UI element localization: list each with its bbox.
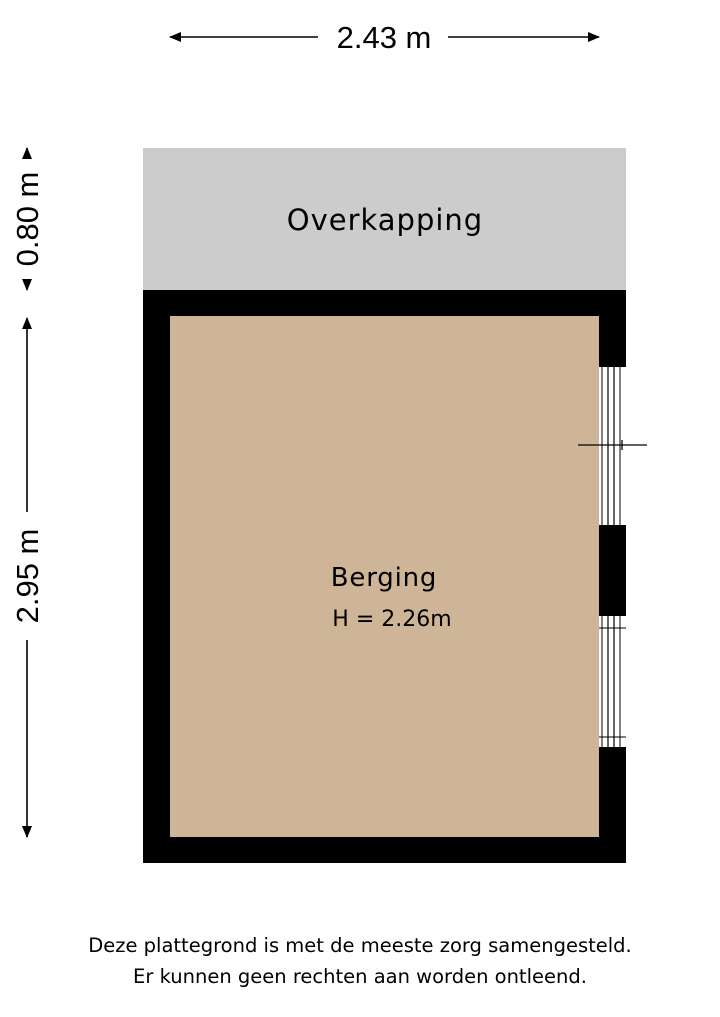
berging-room: Berging H = 2.26m: [143, 290, 647, 863]
berging-height-text: H = 2.26m: [332, 607, 451, 632]
overkapping-height-dimension: 0.80 m: [10, 147, 45, 291]
overkapping-height-label: 0.80 m: [10, 172, 45, 267]
berging-floor: [170, 316, 599, 837]
overkapping-area: Overkapping: [143, 148, 626, 290]
width-dimension-label: 2.43 m: [337, 20, 432, 55]
overkapping-label: Overkapping: [287, 203, 483, 237]
berging-height-label: 2.95 m: [10, 529, 45, 624]
berging-height-dimension: 2.95 m: [10, 317, 45, 838]
overkapping-floor: [143, 148, 626, 290]
width-dimension: 2.43 m: [169, 20, 600, 55]
disclaimer-line-1: Deze plattegrond is met de meeste zorg s…: [88, 934, 632, 957]
berging-label: Berging: [331, 563, 437, 593]
disclaimer-line-2: Er kunnen geen rechten aan worden ontlee…: [133, 965, 587, 988]
window-lower: [599, 615, 626, 748]
